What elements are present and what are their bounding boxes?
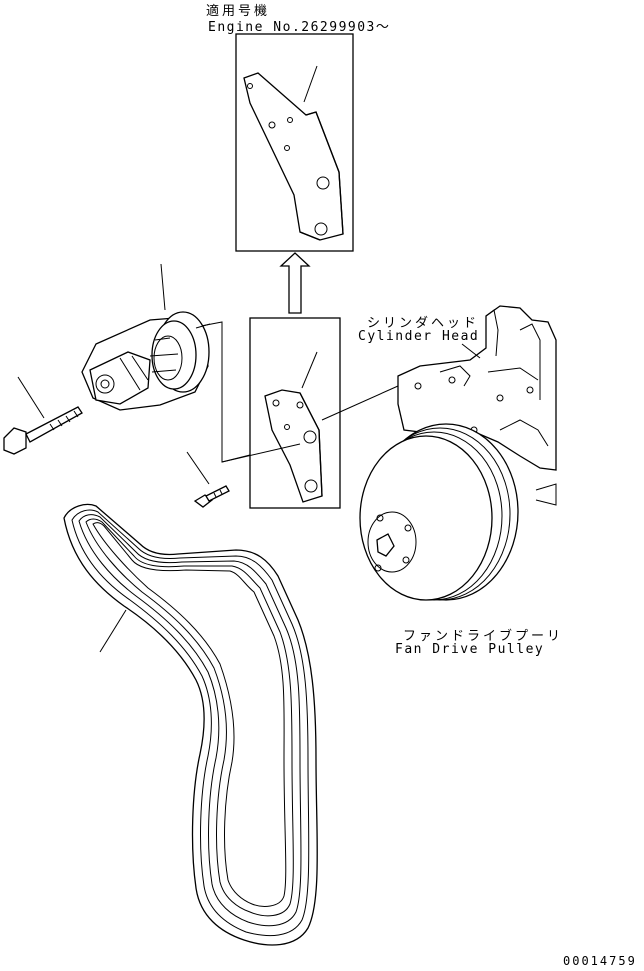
- upgrade-arrow: [279, 252, 311, 314]
- fan-drive-pulley-en-label: Fan Drive Pulley: [395, 642, 545, 657]
- engine-number-label: Engine No.26299903～: [208, 20, 391, 35]
- drawing-id: 00014759: [563, 954, 637, 968]
- new-bracket-detail-box: [235, 33, 354, 252]
- belt-tensioner: [81, 263, 211, 411]
- long-bolt: [3, 376, 83, 455]
- cylinder-head-en-label: Cylinder Head: [358, 329, 480, 344]
- fan-drive-pulley-jp-label: ファンドライブプーリ: [403, 629, 564, 644]
- fan-drive-pulley: [359, 423, 519, 601]
- ribbed-belt: [63, 503, 318, 946]
- small-bolt: [186, 451, 230, 508]
- applicable-models-jp-label: 適用号機: [206, 4, 271, 19]
- cylinder-head-jp-label: シリンダヘッド: [367, 316, 480, 331]
- tensioner-link-lines: [200, 321, 301, 463]
